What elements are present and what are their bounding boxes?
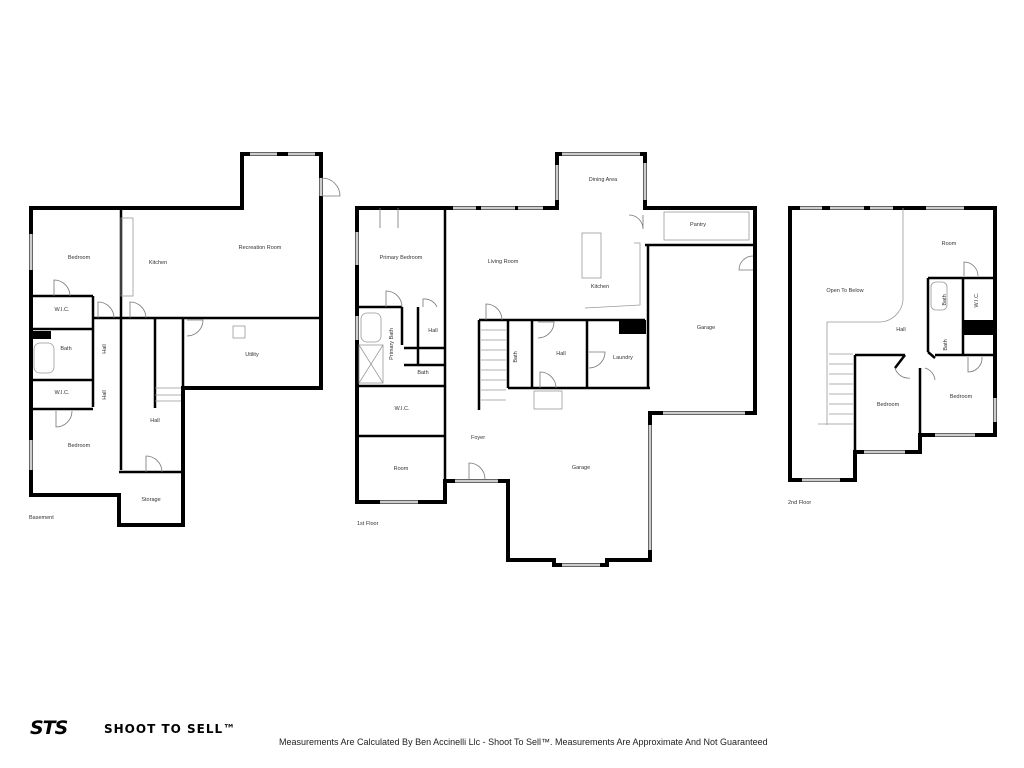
room-label: Hall	[150, 418, 159, 424]
door-swing-icon[interactable]	[924, 367, 936, 381]
room-label: W.I.C.	[55, 307, 70, 313]
room-label: Bath	[942, 294, 948, 305]
door-swing-icon[interactable]	[385, 290, 403, 308]
door-swing-icon[interactable]	[97, 301, 115, 319]
room-label: Hall	[102, 344, 108, 353]
door-swing-icon[interactable]	[468, 462, 486, 480]
door-swing-icon[interactable]	[186, 319, 204, 337]
pantry-shelf	[663, 211, 750, 241]
door-swing-icon[interactable]	[55, 410, 73, 428]
room-label: Recreation Room	[239, 245, 282, 251]
room-label: Hall	[428, 328, 437, 334]
utility-fixture	[232, 325, 246, 339]
column	[963, 320, 995, 335]
first-floor-plan: Dining Area Pantry Primary Bedroom Livin…	[355, 152, 757, 567]
door-swing-icon[interactable]	[894, 367, 911, 379]
room-label: Hall	[896, 327, 905, 333]
second-floor-interior-walls	[853, 276, 995, 452]
room-label: Storage	[141, 497, 160, 503]
room-label: Bath	[513, 351, 519, 362]
column	[31, 331, 51, 339]
column	[619, 320, 646, 334]
basement-plan: Bedroom Kitchen Recreation Room W.I.C. B…	[29, 152, 341, 527]
door-swing-icon[interactable]	[422, 298, 438, 308]
door-swing-icon[interactable]	[628, 214, 644, 230]
room-label: Room	[942, 241, 957, 247]
first-floor-interior-walls	[357, 208, 755, 502]
sts-logo: STS	[30, 717, 68, 739]
room-label: Primary Bedroom	[380, 255, 423, 261]
kitchen-island	[581, 232, 602, 279]
door-swing-icon[interactable]	[967, 356, 983, 373]
french-door-icon[interactable]	[379, 208, 399, 228]
door-swing-icon[interactable]	[963, 261, 979, 277]
door-swing-icon[interactable]	[145, 455, 163, 473]
room-label: Bath	[60, 346, 71, 352]
bathtub-icon	[33, 342, 55, 374]
room-label: Kitchen	[591, 284, 609, 290]
floor-label: 1st Floor	[357, 521, 379, 527]
room-label: Pantry	[690, 222, 706, 228]
stairs-icon	[155, 387, 181, 402]
stairs-icon	[818, 353, 853, 425]
floor-label: 2nd Floor	[788, 500, 811, 506]
kitchen-counter	[120, 217, 134, 297]
bathtub-icon	[930, 281, 948, 311]
room-label: Living Room	[488, 259, 519, 265]
room-label: Foyer	[471, 435, 485, 441]
room-label: Primary Bath	[389, 328, 395, 360]
open-to-below-railing	[826, 208, 904, 425]
room-label: Bedroom	[68, 255, 91, 261]
door-swing-icon[interactable]	[539, 371, 557, 389]
room-label: W.I.C.	[395, 406, 410, 412]
room-label: Bedroom	[877, 402, 900, 408]
room-label: W.I.C.	[974, 292, 980, 307]
door-swing-icon[interactable]	[129, 301, 147, 319]
basement-outer-walls	[29, 152, 323, 527]
room-label: Bath	[943, 339, 949, 350]
door-swing-icon[interactable]	[537, 321, 555, 339]
shower-icon	[358, 344, 384, 384]
room-label: Bedroom	[68, 443, 91, 449]
room-label: Bath	[417, 370, 428, 376]
room-label: Hall	[556, 351, 565, 357]
disclaimer-text: Measurements Are Calculated By Ben Accin…	[279, 737, 768, 747]
door-swing-icon[interactable]	[588, 351, 606, 369]
room-label: Garage	[572, 465, 590, 471]
floor-label: Basement	[29, 515, 54, 521]
room-label: W.I.C.	[55, 390, 70, 396]
door-swing-icon[interactable]	[485, 303, 503, 321]
room-label: Hall	[102, 390, 108, 399]
room-label: Bedroom	[950, 394, 973, 400]
door-swing-icon[interactable]	[738, 255, 754, 271]
stairs-icon	[481, 329, 563, 410]
brand-name: SHOOT TO SELL™	[104, 722, 237, 736]
room-label: Open To Below	[826, 288, 863, 294]
second-floor-plan: Room Open To Below Hall Bath W.I.C. Bath…	[788, 206, 997, 506]
room-label: Utility	[245, 352, 259, 358]
room-label: Dining Area	[589, 177, 618, 183]
room-label: Garage	[697, 325, 715, 331]
room-label: Laundry	[613, 355, 633, 361]
door-swing-icon[interactable]	[321, 177, 341, 197]
kitchen-counter	[584, 242, 641, 309]
room-label: Kitchen	[149, 260, 167, 266]
door-swing-icon[interactable]	[53, 279, 71, 297]
room-label: Room	[394, 466, 409, 472]
bathtub-icon	[360, 312, 382, 343]
